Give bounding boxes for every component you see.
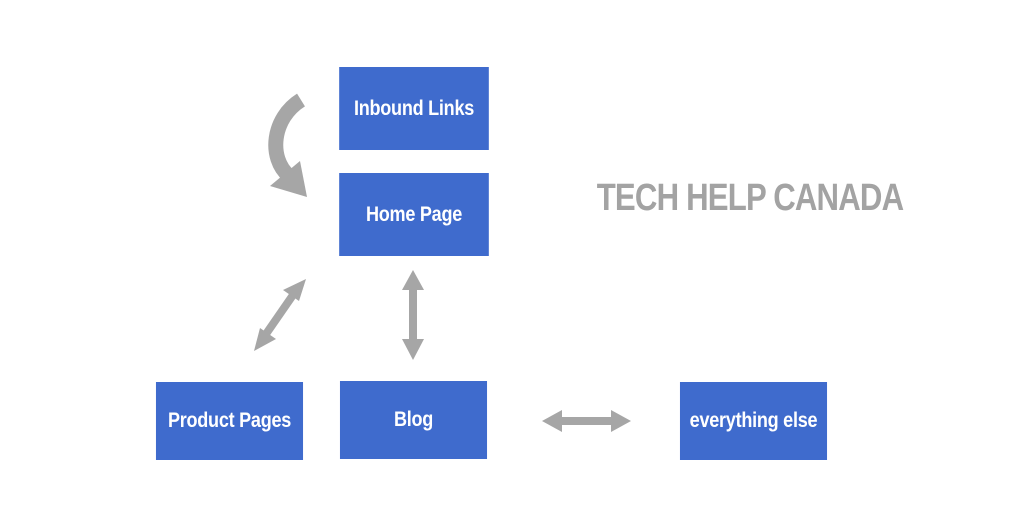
node-product-pages-label: Product Pages xyxy=(167,409,292,432)
node-blog-label: Blog xyxy=(393,408,434,431)
node-blog: Blog xyxy=(339,381,488,459)
double-arrow-home-product xyxy=(254,279,306,351)
node-home-page-label: Home Page xyxy=(365,202,463,226)
double-arrow-blog-everything xyxy=(542,410,631,432)
node-product-pages: Product Pages xyxy=(155,382,304,460)
node-everything-else-label: everything else xyxy=(689,409,818,432)
double-arrow-home-blog xyxy=(402,270,424,360)
node-everything-else: everything else xyxy=(679,382,828,460)
node-inbound-links-label: Inbound Links xyxy=(353,96,475,120)
curved-arrow-inbound-to-home xyxy=(268,93,307,197)
brand-title: TECH HELP CANADA xyxy=(596,176,904,219)
node-inbound-links: Inbound Links xyxy=(339,67,489,150)
node-home-page: Home Page xyxy=(339,173,489,256)
